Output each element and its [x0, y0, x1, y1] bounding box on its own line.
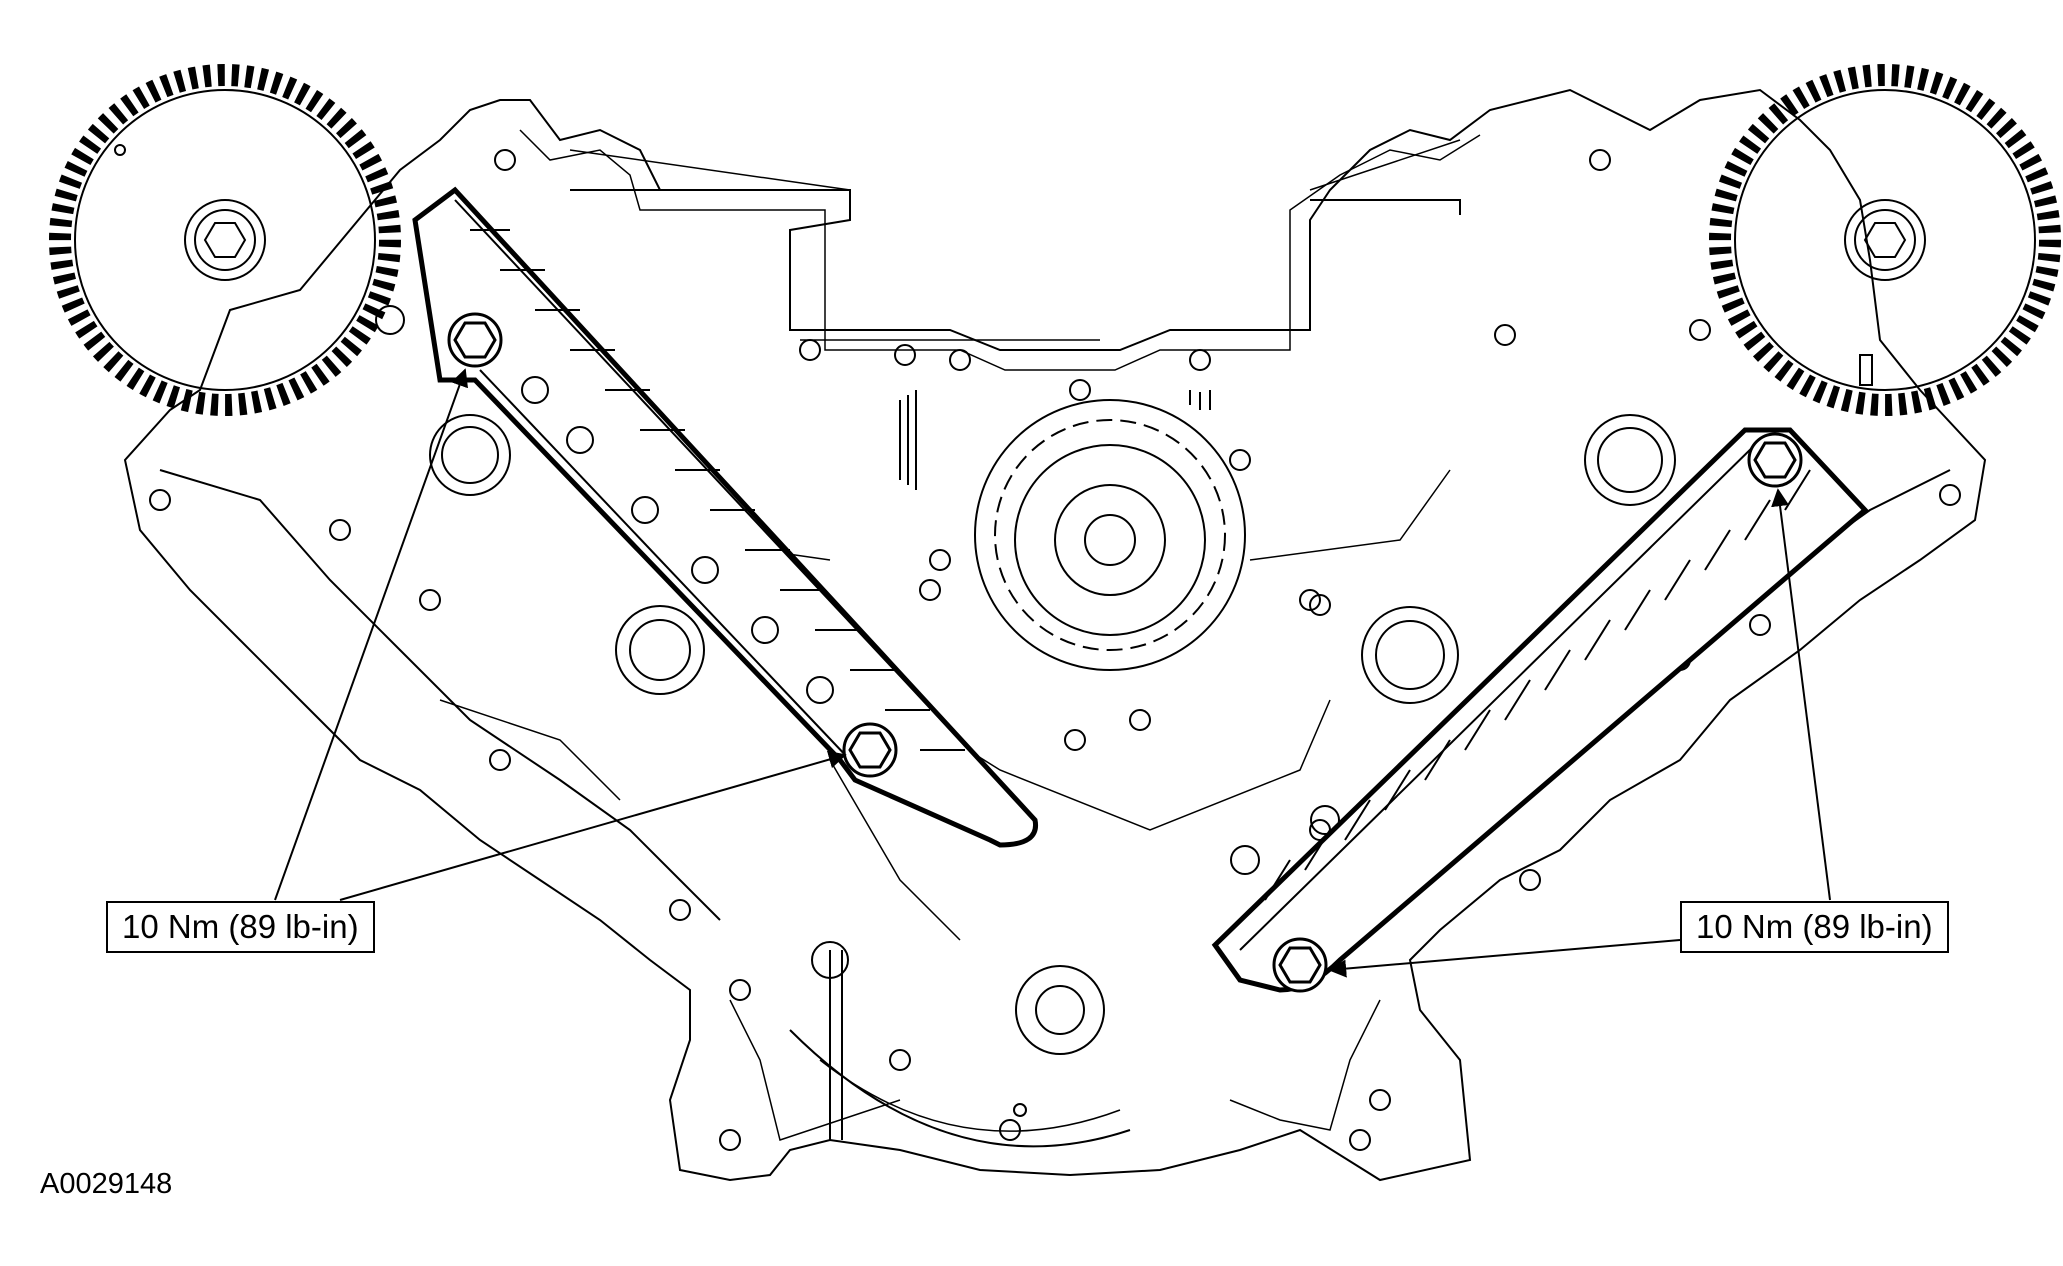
- left-chain-guide: [415, 190, 1036, 845]
- torque-callout-left: 10 Nm (89 lb-in): [106, 901, 375, 953]
- left-cam-sprocket: [60, 75, 390, 405]
- bolt-holes: [150, 150, 1960, 1150]
- right-cam-sprocket: [1720, 75, 2050, 405]
- leader-left-lower: [340, 750, 847, 900]
- bolt-right-lower: [1274, 939, 1326, 991]
- torque-bolts: [449, 314, 1801, 991]
- bolt-left-lower: [844, 724, 896, 776]
- water-pump: [975, 400, 1245, 670]
- leader-right-upper: [1771, 488, 1830, 900]
- callout-leaders: [275, 368, 1830, 978]
- bolt-left-upper: [449, 314, 501, 366]
- leader-left-upper: [275, 368, 469, 900]
- bolt-right-upper: [1749, 434, 1801, 486]
- bore-circles: [430, 415, 1675, 1054]
- figure-id-label: A0029148: [40, 1168, 173, 1200]
- torque-callout-right: 10 Nm (89 lb-in): [1680, 901, 1949, 953]
- leader-right-lower: [1328, 940, 1680, 978]
